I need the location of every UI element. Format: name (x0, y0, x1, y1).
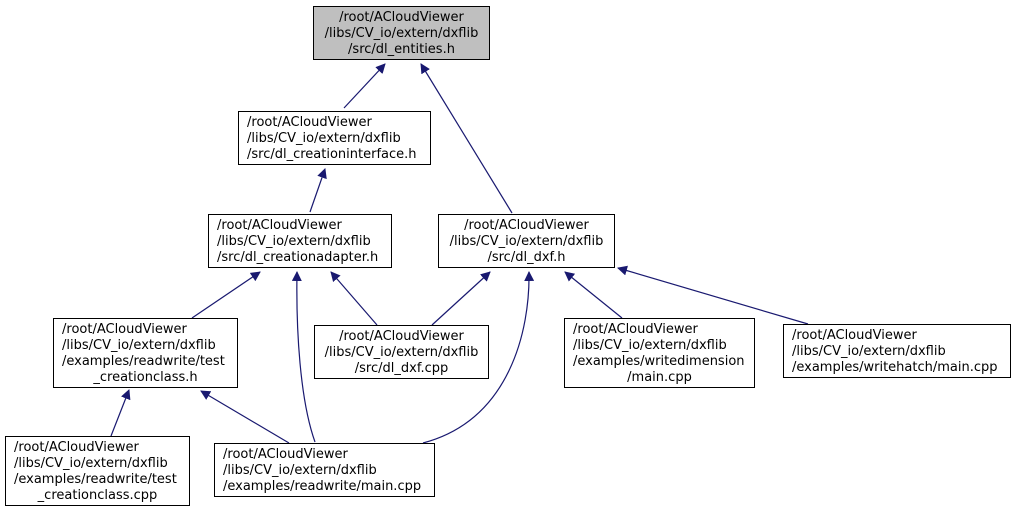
node-line: /libs/CV_io/extern/dxflib (324, 26, 479, 41)
node-line: /root/ACloudViewer (339, 329, 464, 344)
node-line: /src/dl_dxf.cpp (354, 361, 449, 376)
node-line: /src/dl_entities.h (348, 42, 455, 57)
node-line: /examples/writehatch/main.cpp (792, 360, 998, 375)
node-line: _creationclass.h (93, 370, 198, 385)
edge-dxf_cpp-to-creationadapter (330, 271, 378, 326)
node-line: /libs/CV_io/extern/dxflib (14, 456, 168, 471)
edge-writehatch_main-to-dxf_h (617, 265, 809, 325)
edge-dxf_cpp-to-dxf_h (431, 271, 491, 326)
node-line: /libs/CV_io/extern/dxflib (62, 338, 216, 353)
node-dl-creationinterface-h[interactable]: /root/ACloudViewer /libs/CV_io/extern/dx… (238, 111, 431, 165)
node-line: /libs/CV_io/extern/dxflib (247, 131, 401, 146)
node-line: /root/ACloudViewer (62, 322, 187, 337)
node-line: /libs/CV_io/extern/dxflib (324, 345, 479, 360)
node-line: /root/ACloudViewer (339, 10, 464, 25)
node-line: _creationclass.cpp (37, 488, 158, 503)
edge-readwrite_main-to-test_creationclass_h (200, 390, 290, 444)
node-line: /src/dl_creationadapter.h (217, 250, 379, 265)
node-dl-creationadapter-h[interactable]: /root/ACloudViewer /libs/CV_io/extern/dx… (208, 214, 392, 268)
edge-test_creationclass_h-to-creationadapter (191, 271, 261, 319)
node-line: /examples/readwrite/test (14, 472, 177, 487)
node-test-creationclass-cpp[interactable]: /root/ACloudViewer /libs/CV_io/extern/dx… (5, 436, 190, 506)
node-line: /root/ACloudViewer (573, 322, 698, 337)
node-line: /root/ACloudViewer (223, 447, 348, 462)
node-line: /src/dl_dxf.h (487, 250, 566, 265)
node-line: /root/ACloudViewer (792, 328, 917, 343)
node-line: /root/ACloudViewer (14, 440, 139, 455)
node-dl-dxf-h[interactable]: /root/ACloudViewer /libs/CV_io/extern/dx… (438, 214, 615, 268)
node-line: /examples/readwrite/test (62, 354, 225, 369)
node-line: /libs/CV_io/extern/dxflib (449, 234, 604, 249)
node-line: /main.cpp (627, 370, 692, 385)
node-readwrite-main-cpp[interactable]: /root/ACloudViewer /libs/CV_io/extern/dx… (214, 443, 435, 497)
node-line: /src/dl_creationinterface.h (247, 147, 417, 162)
node-line: /libs/CV_io/extern/dxflib (792, 344, 946, 359)
node-line: /libs/CV_io/extern/dxflib (217, 234, 371, 249)
node-writehatch-main-cpp[interactable]: /root/ACloudViewer /libs/CV_io/extern/dx… (783, 324, 1011, 378)
edge-creationadapter-to-creationinterface (309, 168, 327, 213)
node-writedimension-main-cpp[interactable]: /root/ACloudViewer /libs/CV_io/extern/dx… (564, 318, 755, 388)
node-dl-dxf-cpp[interactable]: /root/ACloudViewer /libs/CV_io/extern/dx… (314, 325, 489, 379)
edge-test_creationclass_cpp-to-test_creationclass_h (110, 389, 131, 437)
node-line: /root/ACloudViewer (247, 115, 372, 130)
node-line: /libs/CV_io/extern/dxflib (573, 338, 727, 353)
node-line: /libs/CV_io/extern/dxflib (223, 463, 377, 478)
edge-dxf_h-to-entities (420, 63, 513, 214)
node-line: /root/ACloudViewer (464, 218, 589, 233)
edge-readwrite_main-to-creationadapter (291, 271, 316, 443)
edge-creationinterface-to-entities (343, 63, 386, 109)
node-line: /examples/readwrite/main.cpp (223, 479, 422, 494)
node-test-creationclass-h[interactable]: /root/ACloudViewer /libs/CV_io/extern/dx… (53, 318, 238, 388)
node-line: /root/ACloudViewer (217, 218, 342, 233)
node-dl-entities-h[interactable]: /root/ACloudViewer /libs/CV_io/extern/dx… (313, 6, 490, 60)
node-line: /examples/writedimension (573, 354, 745, 369)
edge-writedimension_main-to-dxf_h (564, 271, 623, 319)
edge-readwrite_main-to-dxf_h (422, 271, 535, 444)
